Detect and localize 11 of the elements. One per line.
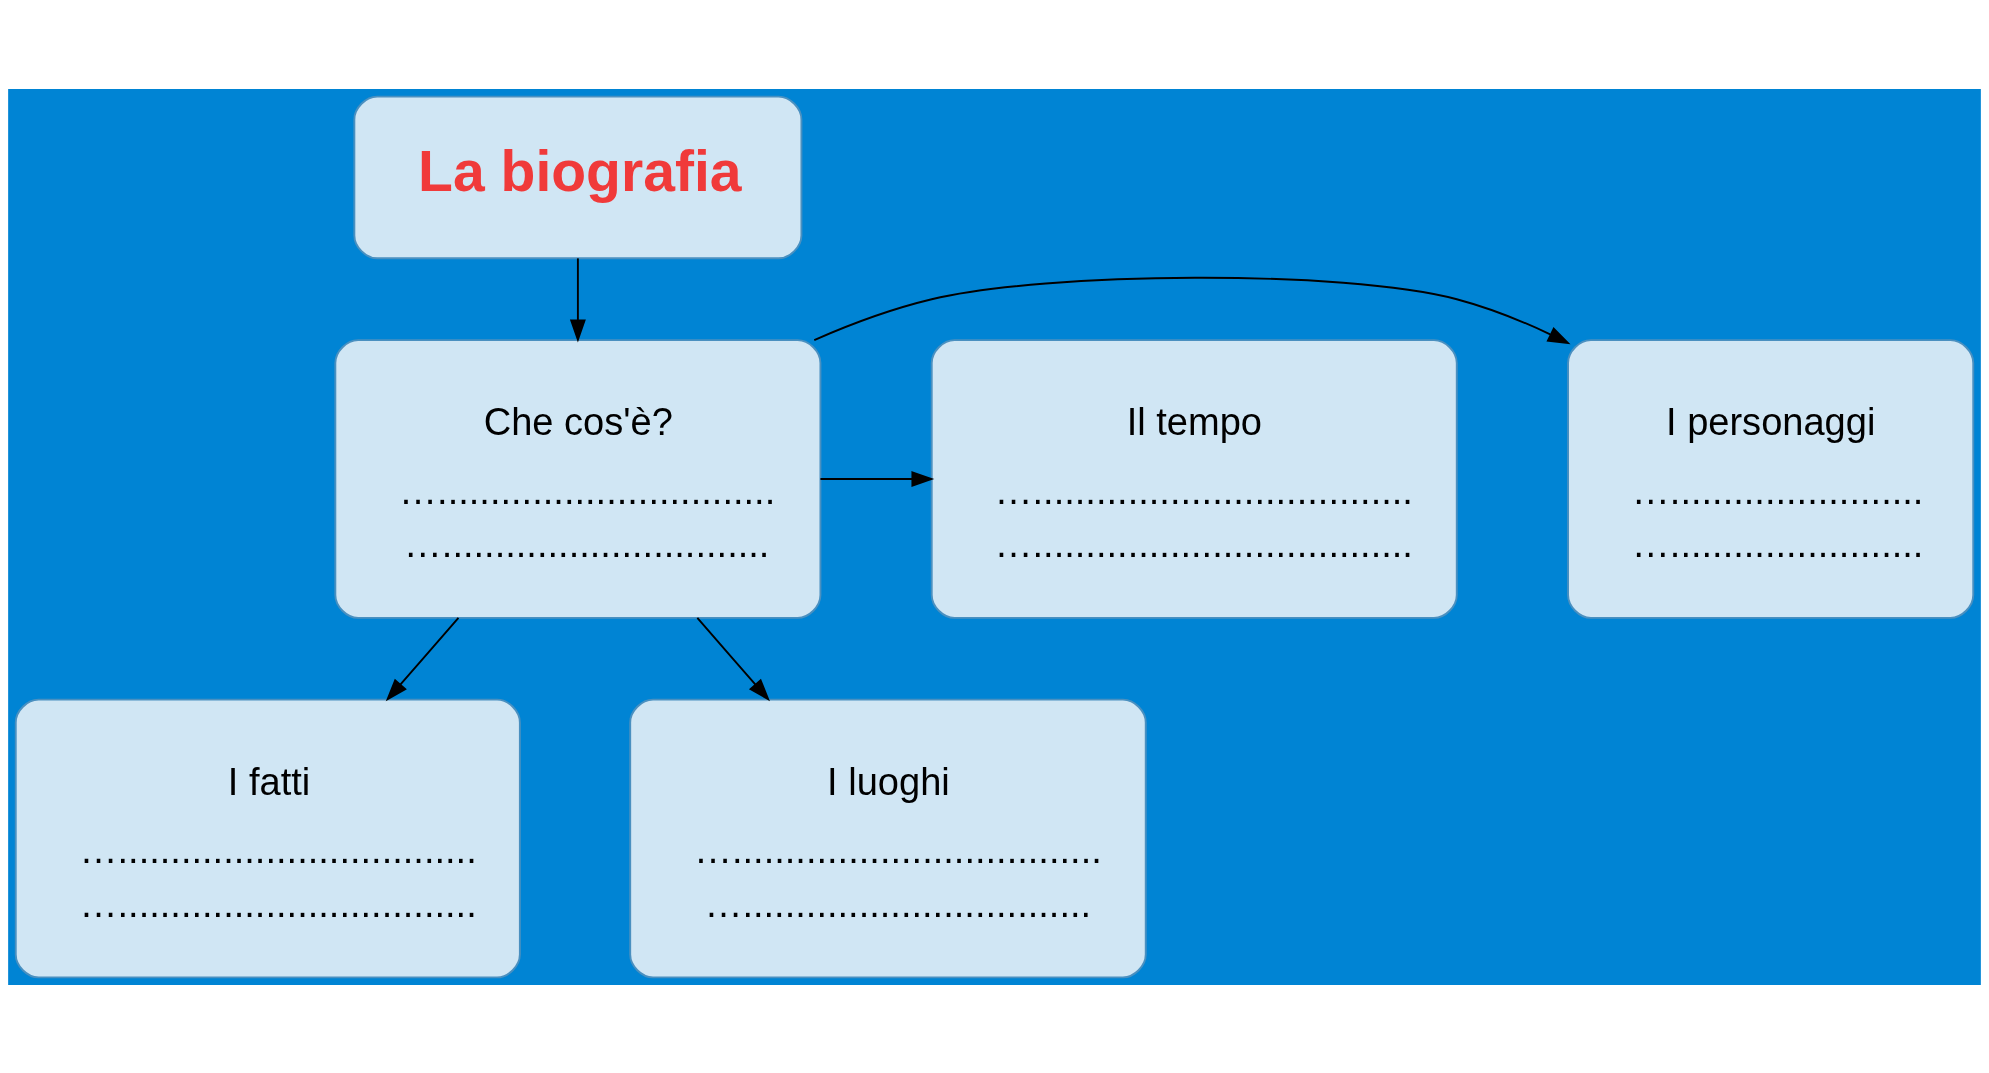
node-box: La biografia <box>353 95 803 259</box>
node-box: Che cos'è? …................................ …............................... <box>334 338 822 619</box>
node-box: I luoghi …................................... …................................. <box>629 698 1147 978</box>
arrow <box>569 256 586 342</box>
node-box: Il tempo ….................................... ….................................... <box>930 338 1458 619</box>
arrow <box>385 616 460 701</box>
node-box: I personaggi …........................ …........................ <box>1567 338 1975 619</box>
arrow <box>813 276 1571 344</box>
arrow <box>819 470 935 487</box>
arrow <box>696 616 770 701</box>
node-box: I fatti ….................................. ….................................. <box>14 698 521 978</box>
